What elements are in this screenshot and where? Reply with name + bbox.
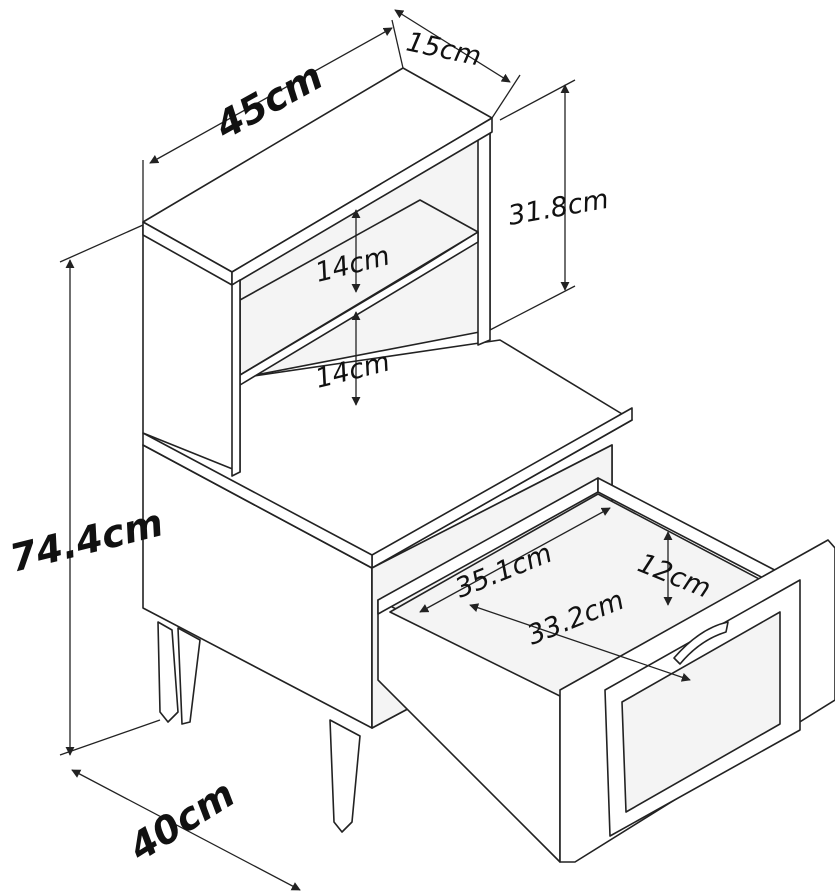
depth-label: 40cm <box>121 771 243 870</box>
back-left-leg <box>157 621 179 723</box>
depth-top-label: 15cm <box>404 27 484 73</box>
front-left-leg <box>329 719 361 833</box>
back-right-leg <box>177 627 201 725</box>
hutch <box>142 67 493 477</box>
hutch-height-label: 31.8cm <box>506 184 611 232</box>
